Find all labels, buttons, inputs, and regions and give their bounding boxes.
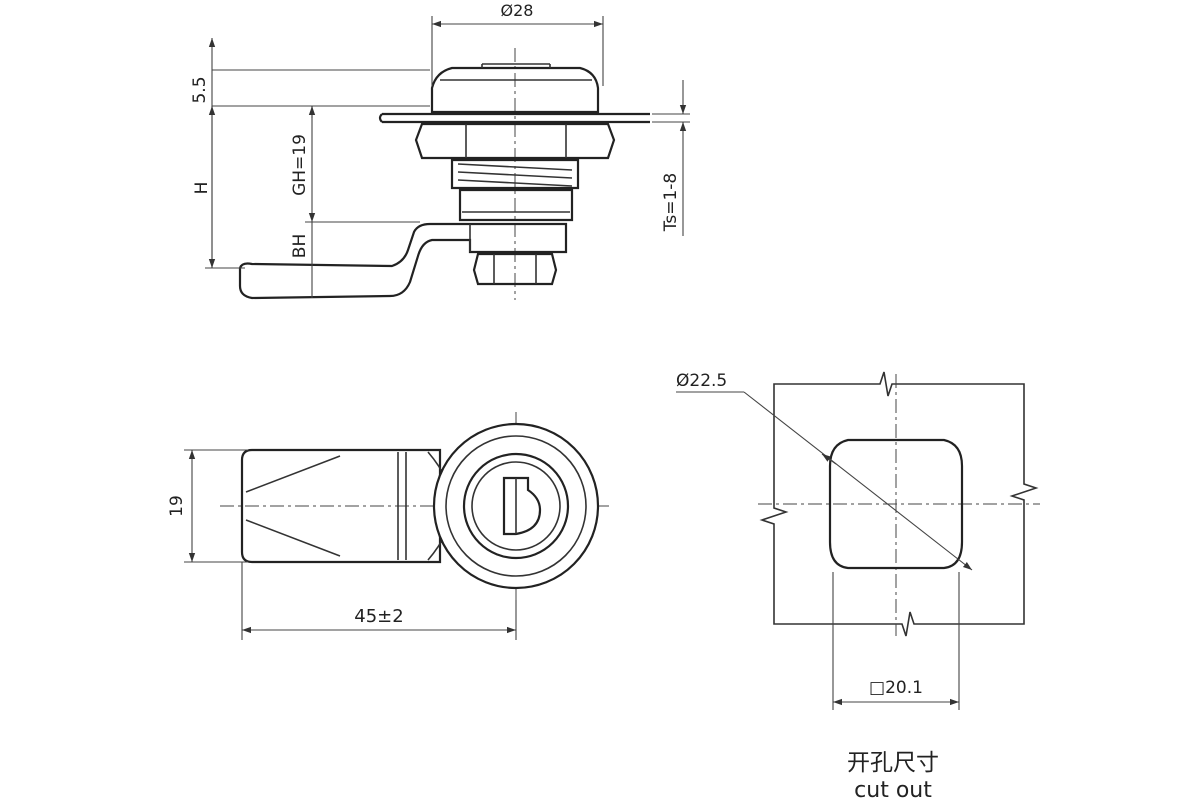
bh-label: BH [290, 234, 310, 258]
lock-body [458, 188, 574, 222]
side-view: Ø28 5.5 H GH=19 BH Ts=1-8 [190, 1, 690, 300]
bezel-height-label: 5.5 [190, 76, 210, 103]
front-view: 19 45±2 [167, 412, 610, 640]
gh-label: GH=19 [290, 134, 310, 196]
cam-tongue [240, 448, 453, 564]
ts-label: Ts=1-8 [661, 173, 681, 232]
length-label: 45±2 [354, 606, 403, 627]
diameter-28-label: Ø28 [501, 1, 534, 20]
diameter-22-5-label: Ø22.5 [676, 371, 727, 391]
diameter-28-dimension [431, 16, 604, 86]
panel-plate [378, 112, 650, 124]
lock-head [430, 63, 600, 114]
cutout-title-en: cut out [854, 778, 932, 800]
end-nut [472, 252, 558, 286]
side-dimension-lines [205, 38, 430, 298]
length-dimension [241, 562, 517, 640]
thread-washer [450, 158, 580, 190]
flat-20-1-dimension [832, 572, 960, 710]
hex-nut [414, 122, 616, 160]
cutout-title-cn: 开孔尺寸 [847, 750, 939, 776]
h-label: H [192, 182, 212, 195]
cam-arm [238, 222, 568, 300]
height-19-label: 19 [167, 495, 187, 517]
cutout-panel-outline [759, 371, 1039, 637]
key-slot [502, 476, 542, 536]
diameter-22-5-dimension [676, 391, 973, 571]
ts-dimension [652, 80, 690, 236]
cutout-view: Ø22.5 □20.1 开孔尺寸 cut out [676, 371, 1040, 800]
height-19-dimension [184, 449, 248, 563]
flat-20-1-label: □20.1 [869, 678, 923, 698]
